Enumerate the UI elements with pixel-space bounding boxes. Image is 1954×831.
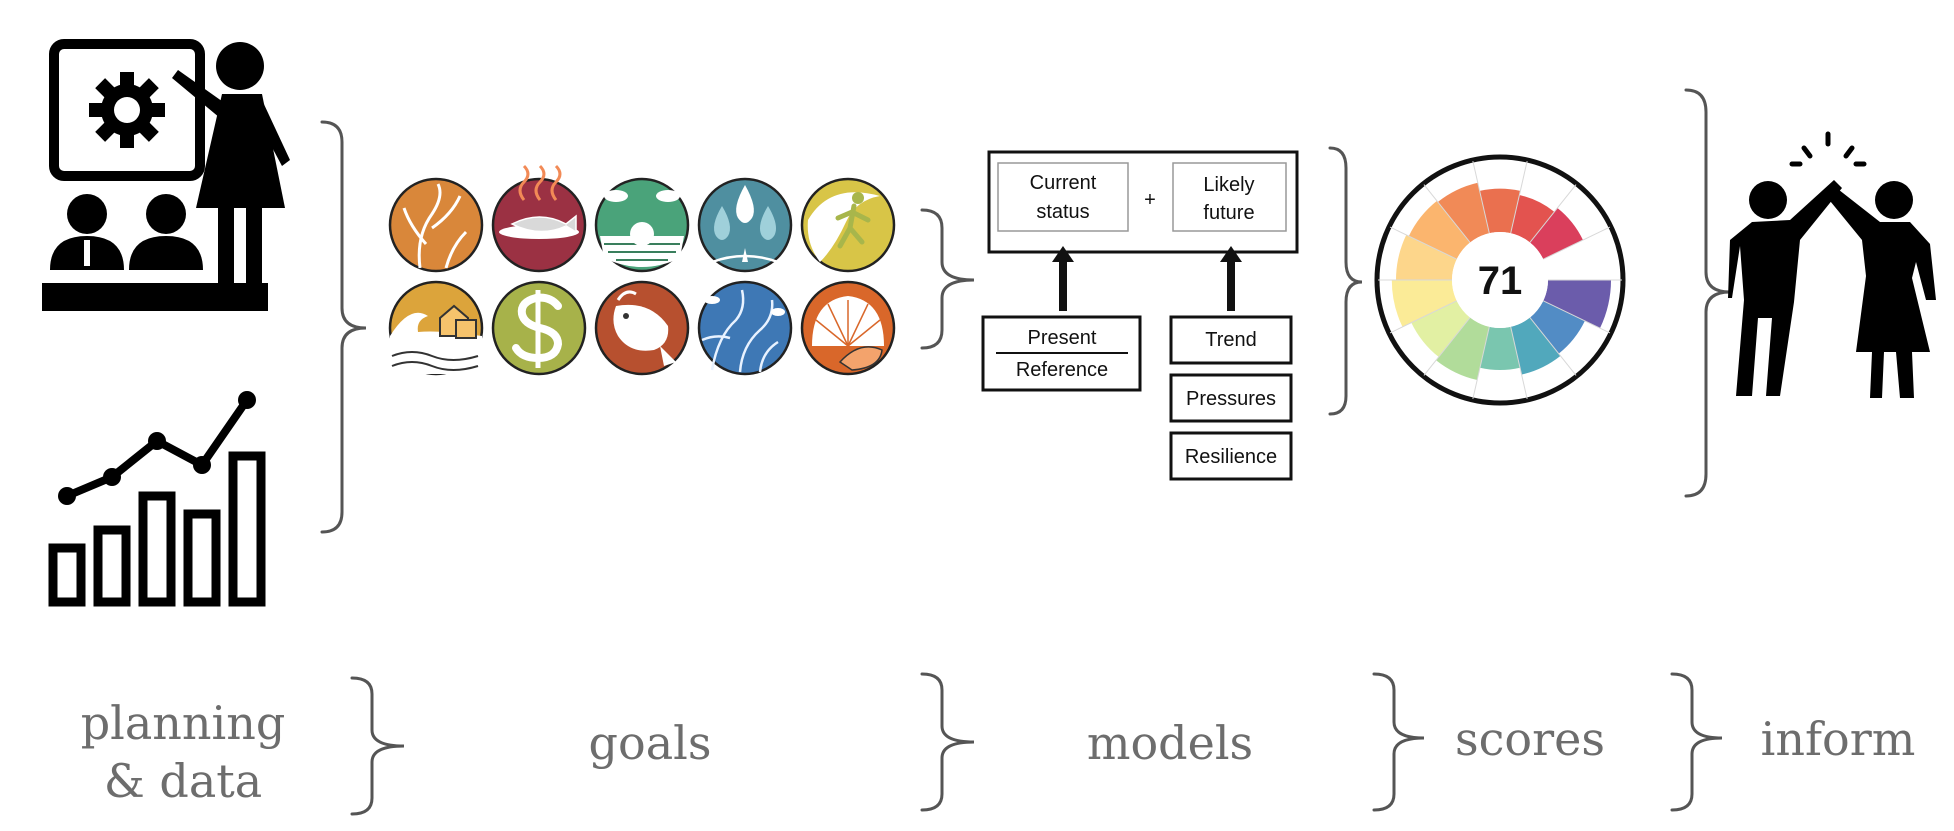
flower-petal [1543, 280, 1611, 329]
flower-petal [1510, 194, 1555, 243]
current-status-box [997, 162, 1129, 232]
model-outer-box [987, 150, 1299, 254]
fish-dish-icon [491, 164, 587, 273]
brace-planning [320, 120, 367, 534]
likely-future-box [1172, 162, 1287, 232]
pressures-label: Pressures [1186, 388, 1276, 410]
goal-icons-grid [388, 164, 896, 376]
model-diagram: Current status + Likely future Present R… [981, 150, 1299, 481]
flower-petal [1411, 300, 1471, 357]
flower-spoke [1389, 226, 1457, 260]
up-arrow-left [1052, 246, 1074, 311]
flower-petal [1391, 280, 1457, 327]
sunrise-sea-icon [594, 177, 690, 273]
water-drops-icon [697, 177, 793, 273]
flower-spoke [1543, 300, 1611, 334]
seaweed-icon [388, 177, 484, 273]
flower-plot: 71 [1374, 154, 1626, 406]
stage-planning-label: planning & data [60, 694, 306, 810]
flower-petal [1436, 317, 1490, 381]
dollar-icon [491, 280, 587, 376]
likely-future-line1: Likely [1203, 174, 1254, 196]
flower-spoke [1510, 160, 1528, 234]
flower-spoke [1472, 326, 1490, 400]
flower-petal [1396, 234, 1457, 280]
flower-spokes [1378, 160, 1622, 400]
resilience-box [1169, 431, 1293, 481]
brace-bottom-2 [920, 672, 975, 812]
flower-petal [1479, 188, 1521, 234]
flower-petal [1437, 182, 1490, 243]
flower-petal [1408, 200, 1471, 260]
flower-spoke [1543, 226, 1611, 260]
seashell-icon [800, 280, 896, 376]
flower-spoke [1423, 184, 1471, 243]
flower-petal [1479, 326, 1521, 370]
stage-inform-label: inform [1760, 712, 1916, 766]
pressures-box [1169, 373, 1293, 423]
stage-planning-line2: & data [103, 754, 263, 808]
brace-bottom-1 [350, 676, 405, 816]
reference-label: Reference [1016, 359, 1108, 381]
flower-spoke [1529, 317, 1577, 376]
brace-scores [1684, 88, 1731, 498]
brace-goals [920, 208, 975, 350]
stage-goals-label: goals [588, 716, 712, 770]
likely-future-line2: future [1203, 202, 1254, 224]
wave-house-icon [388, 280, 484, 376]
flower-petal [1510, 317, 1561, 375]
resilience-label: Resilience [1185, 446, 1277, 468]
brace-models [1328, 146, 1363, 416]
kelp-habitat-icon [697, 280, 793, 376]
high-five-icon [1728, 131, 1936, 398]
flower-spoke [1472, 160, 1490, 234]
surfer-icon [800, 177, 896, 273]
data-chart-icon [48, 391, 266, 607]
overall-score: 71 [1478, 259, 1523, 303]
brace-bottom-4 [1670, 672, 1723, 812]
flower-petal [1529, 300, 1585, 354]
trend-label: Trend [1205, 329, 1257, 351]
current-status-line2: status [1036, 201, 1089, 223]
presenter-icon [42, 39, 290, 311]
flower-spoke [1529, 184, 1577, 243]
plus-sign: + [1144, 189, 1156, 211]
fish-icon [594, 280, 690, 376]
present-label: Present [1028, 327, 1097, 349]
stage-planning-line1: planning [80, 696, 286, 750]
flower-spoke [1510, 326, 1528, 400]
flower-spoke [1423, 317, 1471, 376]
brace-bottom-3 [1372, 672, 1425, 812]
stage-models-label: models [1086, 716, 1254, 770]
current-status-line1: Current [1030, 172, 1097, 194]
trend-box [1169, 315, 1293, 365]
flower-spoke [1389, 300, 1457, 334]
flower-petal [1543, 237, 1599, 280]
up-arrow-right [1220, 246, 1242, 311]
stage-scores-label: scores [1455, 712, 1605, 766]
